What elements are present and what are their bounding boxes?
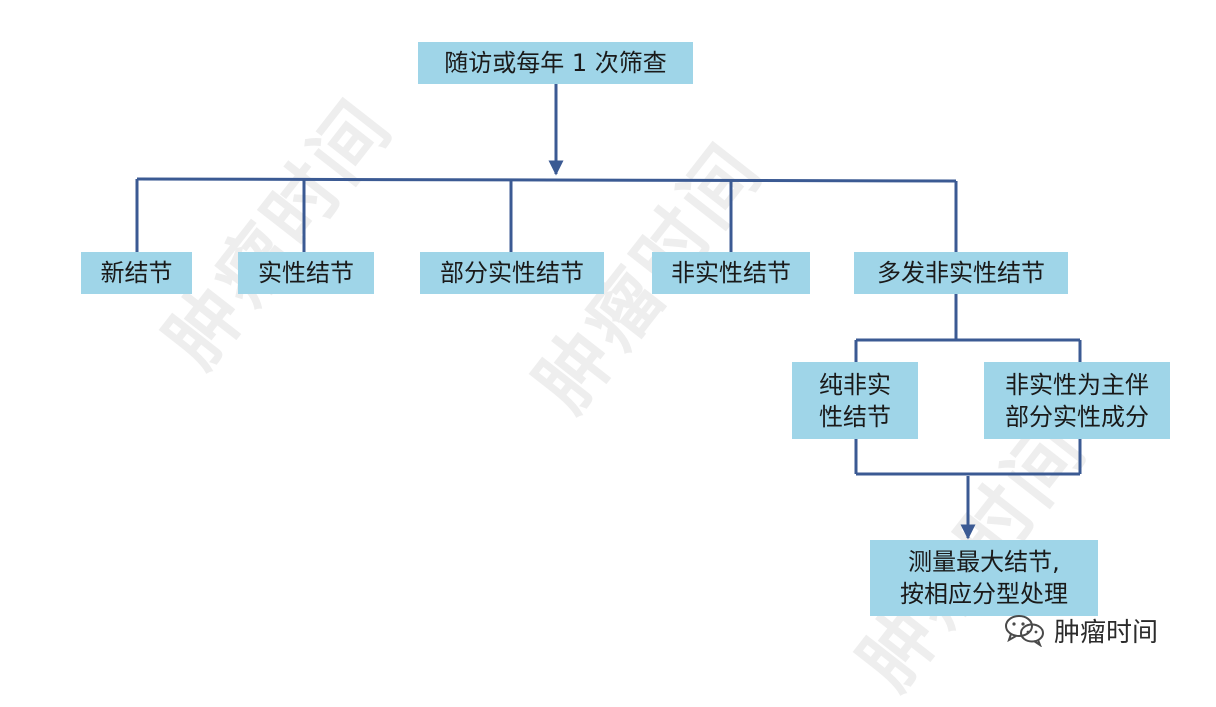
pure-non-solid-box: 纯非实 性结节 — [792, 362, 918, 439]
measure-box: 测量最大结节, 按相应分型处理 — [870, 540, 1098, 616]
multiple-non-solid-box: 多发非实性结节 — [854, 252, 1068, 294]
root-box: 随访或每年 1 次筛查 — [418, 42, 693, 84]
non-solid-nodule-box: 非实性结节 — [652, 252, 810, 294]
branch-bar — [136, 177, 957, 183]
brand-mark: 肿瘤时间 — [1004, 612, 1158, 648]
solid-nodule-box: 实性结节 — [238, 252, 374, 294]
new-nodule-box: 新结节 — [81, 252, 192, 294]
connector-lines — [135, 84, 1082, 540]
non-solid-main-box: 非实性为主伴 部分实性成分 — [984, 362, 1170, 439]
part-solid-nodule-box: 部分实性结节 — [420, 252, 604, 294]
wechat-icon — [1005, 615, 1044, 647]
brand-name: 肿瘤时间 — [1054, 617, 1159, 648]
flowchart: 肿瘤时间 肿瘤时间 肿瘤时间 随访或每年 1 次筛查 新结节 — [81, 42, 1170, 705]
